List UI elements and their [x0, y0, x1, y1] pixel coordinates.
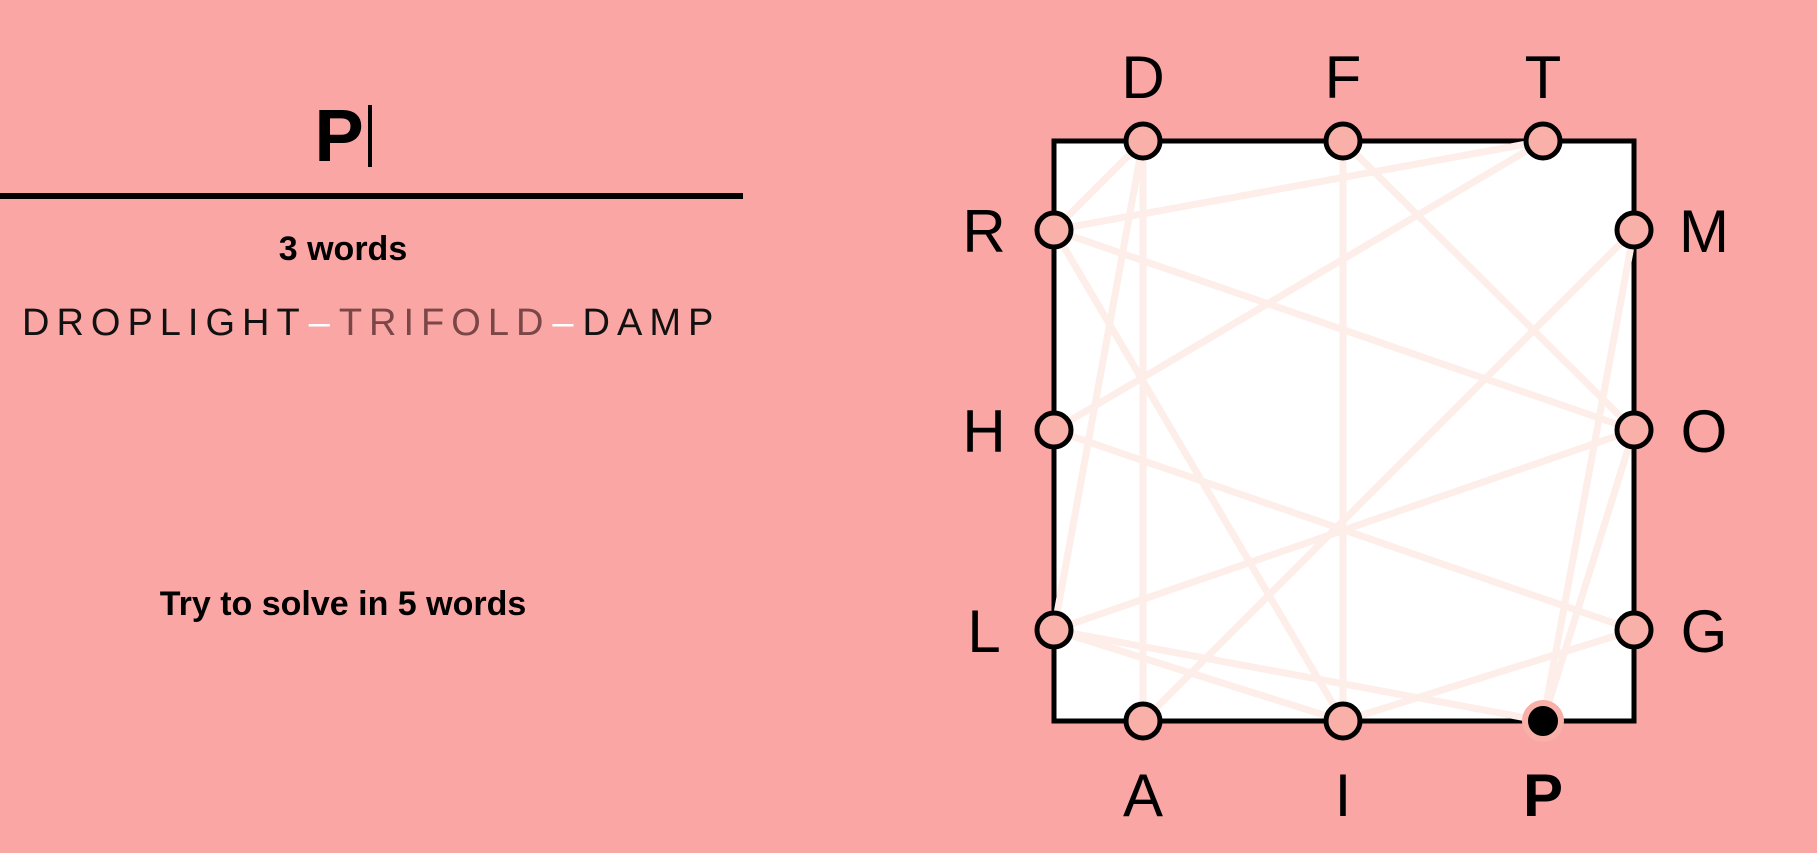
current-word-text: P — [314, 94, 364, 177]
path-segment — [1539, 226, 1638, 725]
path-segment — [1339, 626, 1638, 725]
input-underline — [0, 193, 743, 199]
letter-label-o[interactable]: O — [1681, 398, 1728, 465]
path-segment — [1050, 226, 1347, 725]
letter-label-i[interactable]: I — [1335, 762, 1352, 829]
path-segment — [1050, 426, 1638, 634]
path-segment — [1050, 137, 1547, 434]
used-paths — [1050, 137, 1638, 725]
letter-label-t[interactable]: T — [1525, 44, 1562, 111]
path-segment — [1539, 426, 1638, 725]
path-segment — [1339, 137, 1638, 434]
letter-node-h[interactable] — [1034, 410, 1074, 450]
letter-label-f[interactable]: F — [1325, 44, 1362, 111]
letter-node-a[interactable] — [1123, 701, 1163, 741]
path-segment — [1050, 626, 1347, 725]
letter-node-o[interactable] — [1614, 410, 1654, 450]
letter-label-m[interactable]: M — [1679, 198, 1729, 265]
letter-node-i[interactable] — [1323, 701, 1363, 741]
text-cursor — [367, 105, 372, 167]
letter-node-l[interactable] — [1034, 610, 1074, 650]
left-panel: P 3 words DROPLIGHT–TRIFOLD–DAMP Try to … — [0, 0, 743, 853]
solved-word: DROPLIGHT — [22, 302, 307, 344]
letter-nodes — [1034, 121, 1654, 742]
letter-node-g[interactable] — [1614, 610, 1654, 650]
letter-label-g[interactable]: G — [1681, 598, 1728, 665]
letter-label-l[interactable]: L — [967, 598, 1000, 665]
word-separator: – — [308, 302, 337, 344]
letter-node-t[interactable] — [1523, 121, 1563, 161]
path-segment — [1050, 137, 1147, 634]
letter-node-p[interactable] — [1522, 700, 1564, 742]
path-segment — [1050, 137, 1147, 234]
solved-words-list: DROPLIGHT–TRIFOLD–DAMP — [22, 302, 720, 345]
letter-labels: D F T A I P R H L M O G — [962, 44, 1729, 829]
path-segment — [1050, 626, 1547, 725]
letter-node-m[interactable] — [1614, 210, 1654, 250]
solved-word: DAMP — [582, 302, 721, 344]
letter-label-a[interactable]: A — [1123, 762, 1163, 829]
solved-word: TRIFOLD — [338, 302, 551, 344]
path-segment — [1139, 226, 1638, 725]
letter-label-r[interactable]: R — [962, 198, 1005, 265]
current-word-display[interactable]: P — [0, 88, 686, 184]
letter-label-d[interactable]: D — [1121, 44, 1164, 111]
goal-text: Try to solve in 5 words — [159, 585, 527, 623]
letter-node-d[interactable] — [1123, 121, 1163, 161]
path-segment — [1050, 137, 1547, 234]
letter-node-f[interactable] — [1323, 121, 1363, 161]
letter-label-p[interactable]: P — [1523, 762, 1563, 829]
letter-node-r[interactable] — [1034, 210, 1074, 250]
word-separator: – — [552, 302, 581, 344]
letter-label-h[interactable]: H — [962, 398, 1005, 465]
word-count: 3 words — [278, 230, 408, 268]
